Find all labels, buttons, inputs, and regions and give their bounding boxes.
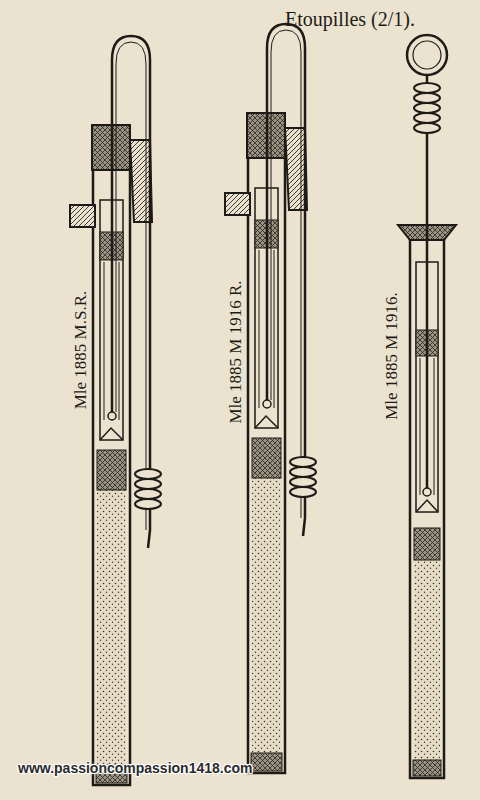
model-label: Mle 1885 M 1916. [382,289,402,423]
model-label: Mle 1885 M 1916 R. [226,277,246,426]
watermark: www.passioncompassion1418.com [18,760,252,776]
model-label: Mle 1885 M.S.R. [71,288,91,413]
drawing-title: Etoupilles (2/1). [285,8,415,31]
